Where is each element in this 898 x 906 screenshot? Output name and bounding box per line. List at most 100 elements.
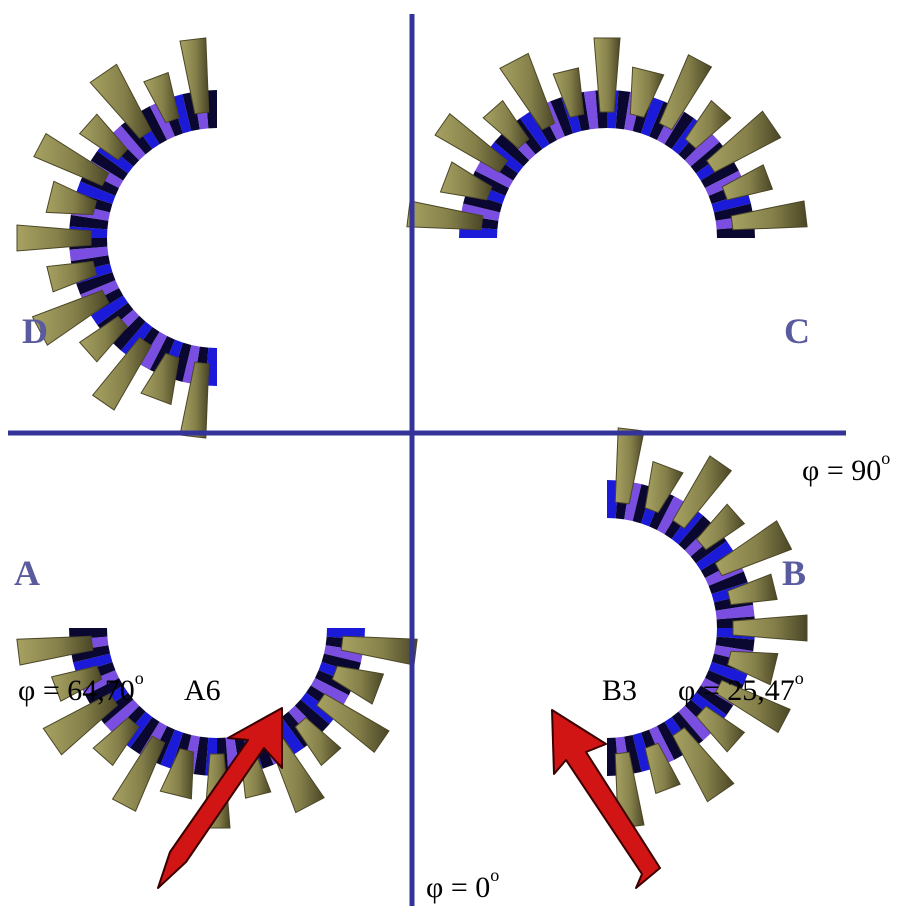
ring-segment bbox=[112, 315, 146, 351]
ring-segment bbox=[139, 331, 168, 370]
ring-segment bbox=[656, 496, 685, 535]
detector-module bbox=[593, 37, 621, 113]
ring-segment bbox=[120, 118, 153, 155]
ring-segment bbox=[90, 151, 129, 181]
detector-module bbox=[658, 54, 713, 131]
detector-module bbox=[294, 717, 342, 767]
ring-segment bbox=[73, 653, 113, 674]
arc-d bbox=[16, 37, 217, 439]
detector-module bbox=[706, 110, 782, 173]
ring-segment bbox=[323, 645, 364, 663]
angle-label-a6: φ = 64,70o bbox=[18, 668, 144, 707]
detector-module bbox=[91, 337, 152, 411]
detector-module bbox=[552, 67, 585, 118]
detector-module bbox=[316, 693, 390, 754]
ring-segment bbox=[520, 111, 550, 150]
detector-module bbox=[340, 635, 418, 666]
quadrant-label-c: C bbox=[784, 311, 810, 351]
ring-segment bbox=[715, 604, 755, 620]
ring-segment bbox=[120, 321, 153, 358]
ring-segment bbox=[139, 106, 168, 145]
detector-module bbox=[89, 63, 152, 139]
detector-module bbox=[111, 735, 166, 812]
detector-module bbox=[143, 71, 180, 124]
detector-module bbox=[499, 52, 556, 131]
ring-segment bbox=[475, 160, 514, 189]
ring-segment bbox=[649, 491, 675, 530]
ring-segment bbox=[695, 685, 734, 715]
detector-ring bbox=[16, 37, 808, 829]
ring-segment bbox=[315, 670, 354, 696]
ring-segment bbox=[80, 670, 119, 696]
ring-segment bbox=[104, 699, 140, 733]
detector-module bbox=[159, 748, 195, 800]
detector-module bbox=[45, 180, 97, 216]
ring-segment bbox=[182, 91, 200, 132]
detector-module bbox=[672, 727, 735, 803]
ring-segment bbox=[678, 705, 712, 741]
angle-label-0: φ = 0o bbox=[426, 865, 499, 904]
detector-module bbox=[92, 717, 140, 767]
detector-module bbox=[672, 455, 733, 529]
detector-module bbox=[614, 427, 645, 505]
detector-module bbox=[78, 113, 128, 161]
detector-module bbox=[644, 460, 684, 514]
ring-segment bbox=[70, 645, 111, 663]
detector-module bbox=[16, 224, 92, 252]
detector-module bbox=[179, 361, 210, 439]
detector-module bbox=[406, 200, 484, 231]
ring-segment bbox=[624, 481, 642, 522]
detector-module bbox=[50, 665, 103, 702]
ring-segment bbox=[112, 125, 146, 161]
ring-segment bbox=[494, 133, 530, 167]
detector-module bbox=[727, 650, 779, 686]
ring-segment bbox=[193, 736, 209, 776]
ring-segment bbox=[711, 192, 751, 213]
detector-module bbox=[714, 520, 793, 577]
ring-segment bbox=[649, 726, 675, 765]
ring-segment bbox=[460, 203, 501, 221]
quadrant-label-b: B bbox=[782, 553, 806, 593]
module-label-a6: A6 bbox=[184, 674, 221, 707]
detector-module bbox=[482, 99, 530, 149]
ring-segment bbox=[656, 721, 685, 760]
detector-module bbox=[46, 260, 97, 293]
detector-module bbox=[140, 352, 180, 406]
quadrant-label-a: A bbox=[14, 553, 40, 593]
ring-segment bbox=[294, 699, 330, 733]
ring-segment bbox=[97, 692, 134, 725]
ring-segment bbox=[664, 111, 694, 150]
detector-module bbox=[16, 635, 94, 666]
arc-c bbox=[406, 37, 808, 238]
ring-segment bbox=[684, 133, 720, 167]
ring-segment bbox=[624, 734, 642, 775]
ring-segment bbox=[171, 94, 192, 134]
quadrant-label-d: D bbox=[22, 311, 48, 351]
ring-segment bbox=[160, 729, 184, 769]
detector-module bbox=[684, 99, 732, 149]
arrow-a6 bbox=[157, 707, 283, 889]
detector-module bbox=[629, 66, 665, 118]
angle-label-b3: φ = 25,47o bbox=[678, 668, 804, 707]
ring-segment bbox=[130, 716, 160, 755]
ring-segment bbox=[615, 90, 631, 130]
detector-module bbox=[730, 200, 808, 231]
ring-segment bbox=[550, 97, 574, 137]
ring-segment bbox=[470, 170, 509, 196]
ring-segment bbox=[713, 203, 754, 221]
ring-segment bbox=[695, 541, 734, 571]
detector-module bbox=[727, 573, 778, 606]
ring-segment bbox=[76, 181, 116, 205]
ring-segment bbox=[300, 692, 337, 725]
detector-module bbox=[439, 161, 493, 201]
detector-module bbox=[33, 132, 110, 187]
ring-segment bbox=[149, 101, 175, 140]
ring-segment bbox=[310, 677, 349, 706]
ring-segment bbox=[708, 571, 748, 595]
ring-segment bbox=[700, 160, 739, 189]
detector-module bbox=[78, 315, 128, 363]
ring-segment bbox=[90, 295, 129, 325]
arc-b bbox=[607, 427, 808, 829]
ring-segment bbox=[715, 636, 755, 652]
